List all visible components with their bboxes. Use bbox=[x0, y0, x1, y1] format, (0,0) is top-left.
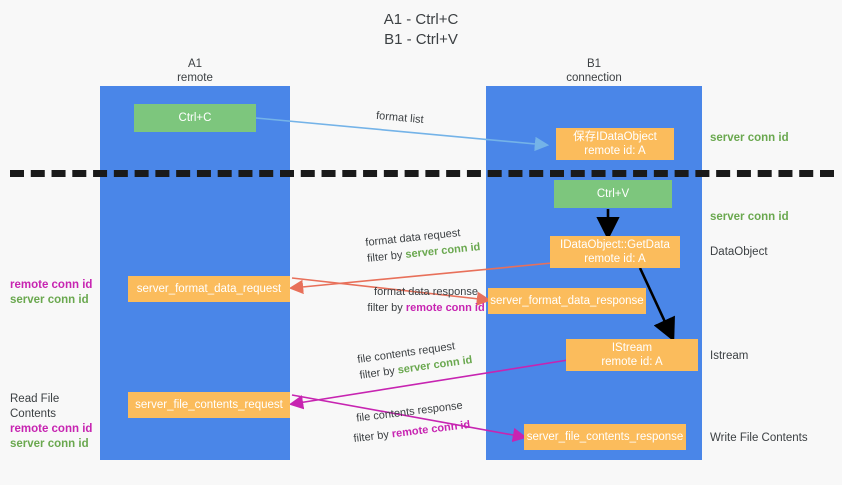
node-server-file-contents-request[interactable]: server_file_contents_request bbox=[128, 392, 290, 418]
label-format-conn-ids: remote conn id server conn id bbox=[10, 278, 96, 308]
label-server-conn-id-mid: server conn id bbox=[710, 211, 789, 223]
label-dataobject: DataObject bbox=[710, 246, 768, 258]
node-ctrl-v[interactable]: Ctrl+V bbox=[554, 180, 672, 208]
caption-fcres-filter-prefix: filter by bbox=[352, 428, 393, 446]
page-title: A1 - Ctrl+C B1 - Ctrl+V bbox=[383, 11, 459, 48]
label-file-conn-ids: Read File Contents remote conn id server… bbox=[10, 392, 106, 452]
caption-fdres-filter-prefix: filter by bbox=[367, 302, 406, 314]
lane-header-b1: B1 connection bbox=[566, 58, 622, 84]
node-server-format-data-response[interactable]: server_format_data_response bbox=[488, 288, 646, 314]
caption-file-contents-request: file contents request filter by server c… bbox=[356, 336, 474, 384]
label-server-conn-id-format: server conn id bbox=[10, 294, 89, 306]
caption-file-contents-response: file contents response filter by remote … bbox=[350, 397, 471, 447]
dashed-separator bbox=[10, 170, 834, 177]
caption-format-data-response: format data response filter by remote co… bbox=[340, 284, 512, 316]
caption-fdres-filter-key: remote conn id bbox=[405, 302, 485, 314]
label-istream: Istream bbox=[710, 350, 749, 362]
node-istream[interactable]: IStream remote id: A bbox=[566, 339, 698, 371]
label-remote-conn-id-file: remote conn id bbox=[10, 423, 93, 435]
node-server-file-contents-response[interactable]: server_file_contents_response bbox=[524, 424, 686, 450]
label-read-file-contents: Read File Contents bbox=[10, 393, 60, 420]
caption-format-list: format list bbox=[375, 108, 425, 128]
caption-format-data-request: format data request filter by server con… bbox=[365, 223, 481, 267]
label-write-file-contents: Write File Contents bbox=[710, 432, 808, 444]
label-server-conn-id-file: server conn id bbox=[10, 438, 89, 450]
caption-fdres-line1: format data response bbox=[374, 286, 478, 298]
label-server-conn-id-top: server conn id bbox=[710, 132, 789, 144]
caption-fcres-filter-key: remote conn id bbox=[391, 418, 471, 441]
node-server-format-data-request[interactable]: server_format_data_request bbox=[128, 276, 290, 302]
node-getdata[interactable]: IDataObject::GetData remote id: A bbox=[550, 236, 680, 268]
node-save-idataobject[interactable]: 保存IDataObject remote id: A bbox=[556, 128, 674, 160]
caption-format-list-line1: format list bbox=[375, 109, 425, 127]
label-remote-conn-id-format: remote conn id bbox=[10, 279, 93, 291]
node-ctrl-c[interactable]: Ctrl+C bbox=[134, 104, 256, 132]
caption-fcr-filter-prefix: filter by bbox=[358, 364, 399, 382]
caption-fdr-filter-prefix: filter by bbox=[366, 248, 407, 265]
lane-header-a1: A1 remote bbox=[177, 58, 213, 84]
